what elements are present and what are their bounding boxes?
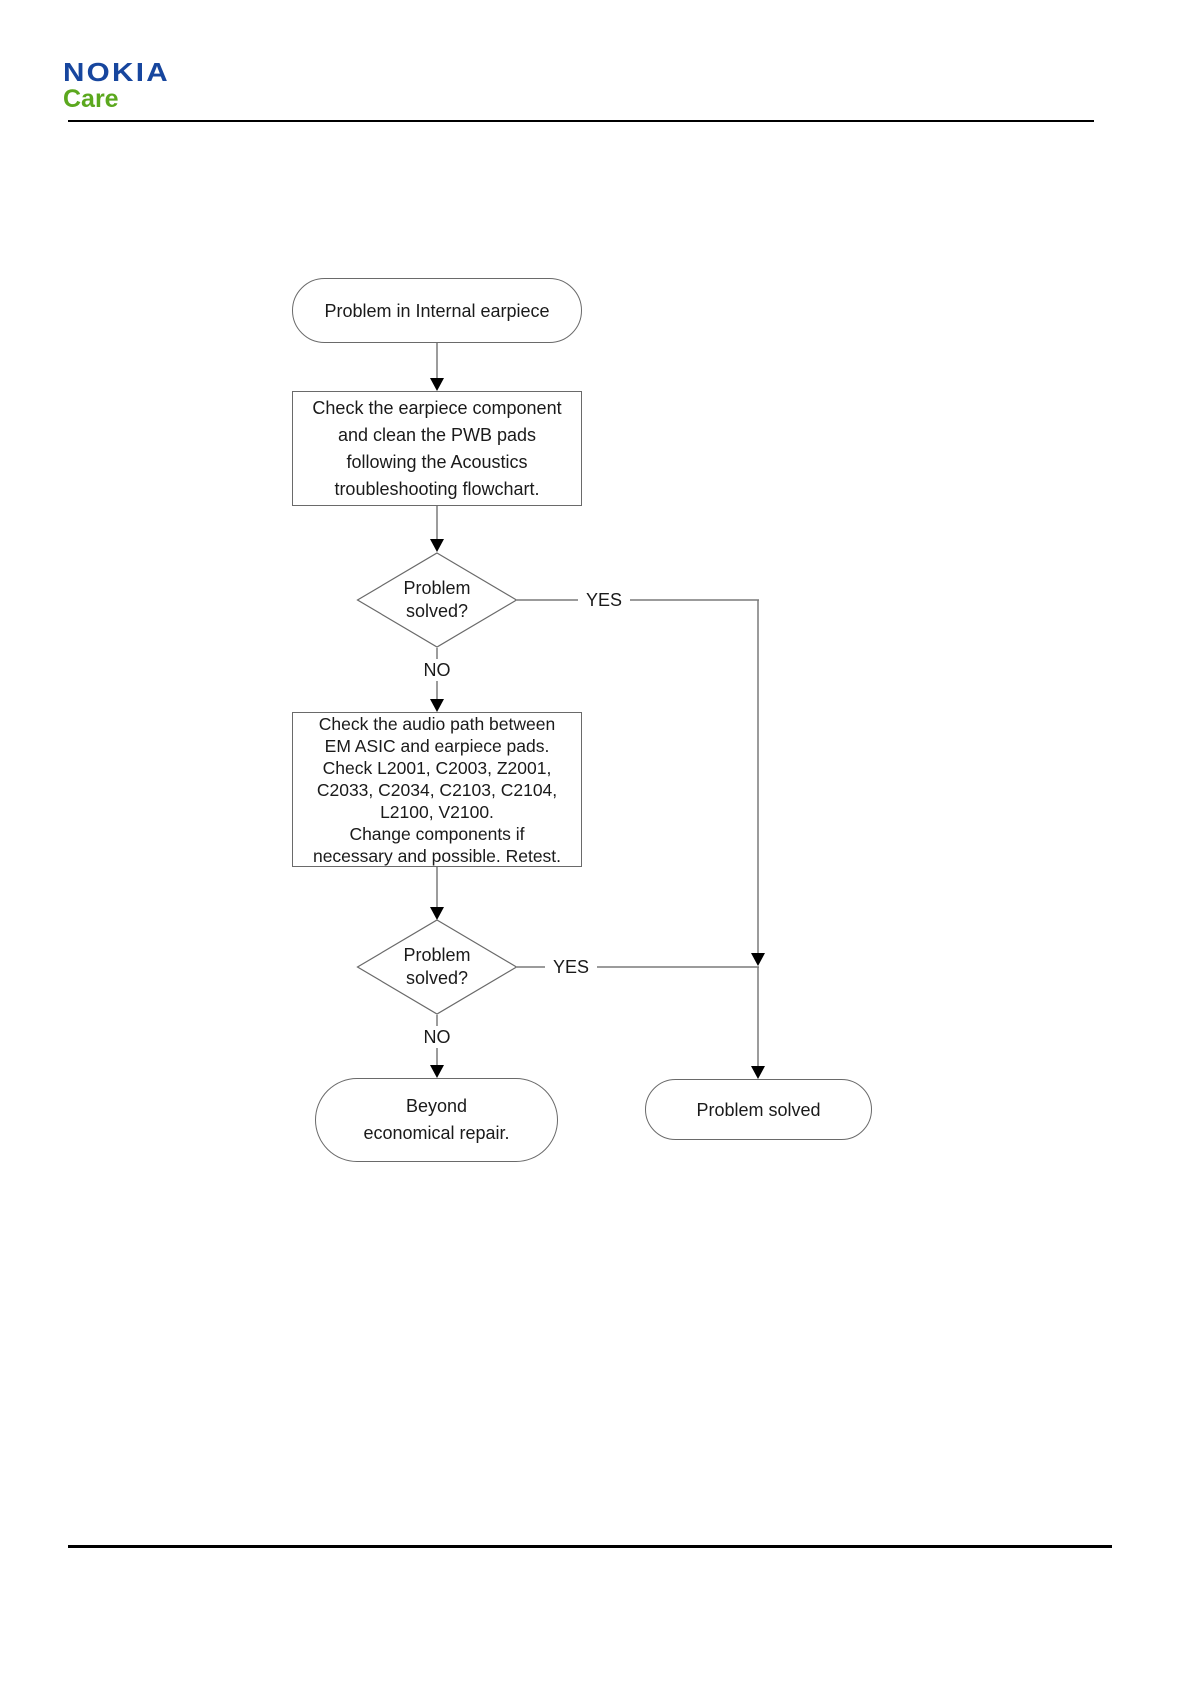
nokia-care-logo: NOKIA Care [63, 58, 168, 113]
care-wordmark: Care [63, 85, 119, 113]
terminal-beyond-economical-repair: Beyond economical repair. [315, 1078, 558, 1162]
process-check-audio-path: Check the audio path between EM ASIC and… [292, 712, 582, 867]
header-divider [68, 120, 1094, 122]
node-text-line: Beyond [405, 1096, 468, 1116]
nokia-wordmark: NOKIA [63, 57, 170, 87]
node-text-line: solved? [405, 601, 469, 621]
node-text-line: Problem in Internal earpiece [324, 300, 550, 321]
yes-label-2: YES [545, 956, 597, 978]
node-text-line: troubleshooting flowchart. [334, 478, 540, 499]
process-check-earpiece-component: Check the earpiece component and clean t… [292, 391, 582, 506]
line-decision2-yes-branch [517, 966, 765, 1079]
node-text-line: Problem solved [696, 1099, 821, 1120]
footer-divider [68, 1545, 1112, 1548]
diamond-shape [356, 919, 518, 1015]
terminal-problem-in-internal-earpiece: Problem in Internal earpiece [292, 278, 582, 343]
node-text-line: Problem [403, 578, 471, 598]
yes-label-1: YES [578, 589, 630, 611]
no-label-2: NO [411, 1026, 463, 1048]
node-text-line: EM ASIC and earpiece pads. [324, 735, 550, 756]
arrow-start-to-process1 [430, 343, 444, 391]
arrow-process1-to-decision1 [430, 506, 444, 552]
arrow-process2-to-decision2 [430, 867, 444, 920]
node-text-line: Check L2001, C2003, Z2001, [322, 757, 552, 778]
node-text-line: L2100, V2100. [380, 801, 494, 822]
node-text-line: Check the audio path between [318, 713, 556, 734]
decision-problem-solved-1: Problem solved? [356, 552, 518, 648]
decision-problem-solved-2: Problem solved? [356, 919, 518, 1015]
node-text-line: C2033, C2034, C2103, C2104, [316, 779, 558, 800]
node-text-line: Change components if [349, 823, 525, 844]
node-text-line: and clean the PWB pads [337, 424, 537, 445]
no-label-1: NO [411, 659, 463, 681]
node-text-line: necessary and possible. Retest. [312, 845, 562, 866]
node-text-line: Problem [403, 945, 471, 965]
diamond-shape [356, 552, 518, 648]
node-text-line: solved? [405, 968, 469, 988]
terminal-problem-solved: Problem solved [645, 1079, 872, 1140]
node-text-line: Check the earpiece component [312, 397, 562, 418]
node-text-line: following the Acoustics [346, 451, 528, 472]
node-text-line: economical repair. [363, 1123, 510, 1143]
